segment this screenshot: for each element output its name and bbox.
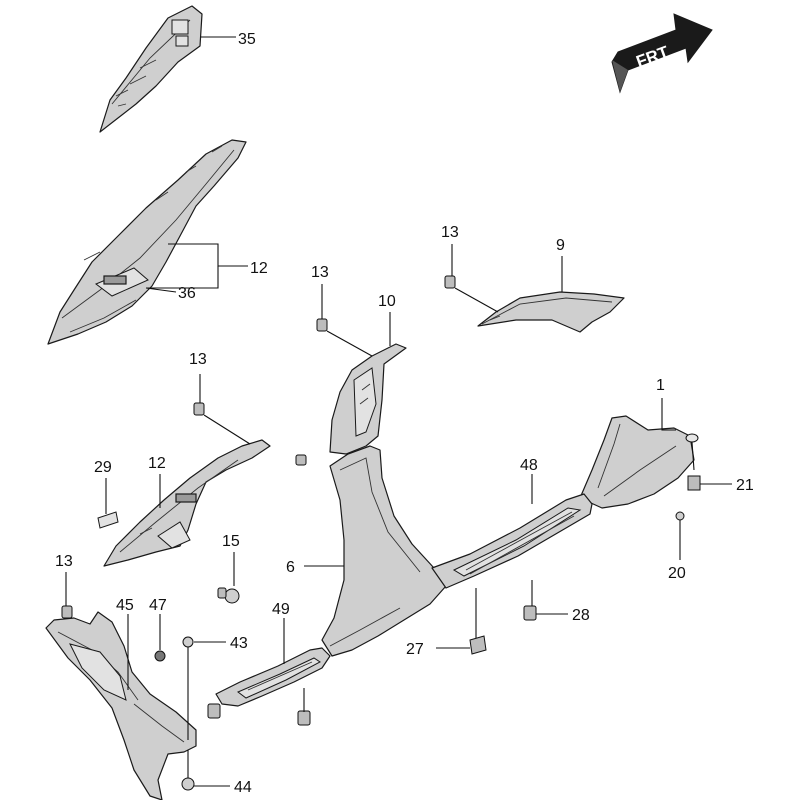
part-1-rear-quarter-lower-trim — [579, 415, 695, 509]
clip-49-lower — [297, 710, 311, 726]
part-9-quarter-trim — [477, 291, 625, 333]
callout-13-kick: 13 — [55, 553, 73, 570]
part-49-front-scuff-plate — [215, 647, 331, 707]
callout-12-lower: 12 — [148, 455, 166, 472]
leader-lines — [65, 36, 732, 787]
callout-47: 47 — [149, 597, 167, 614]
fasteners — [61, 275, 701, 791]
callout-36: 36 — [178, 285, 196, 302]
callout-13-quarter: 13 — [441, 224, 459, 241]
screw-15 — [217, 587, 240, 604]
clip-upper-b-pillar — [295, 454, 307, 466]
callout-13-c-pillar: 13 — [189, 351, 207, 368]
callout-1: 1 — [656, 377, 665, 394]
clip-13-a — [444, 275, 456, 289]
bolt-44 — [181, 750, 195, 791]
callout-6: 6 — [286, 559, 295, 576]
clip-kick-rear — [207, 703, 221, 719]
callout-48: 48 — [520, 457, 538, 474]
part-12-lower-pillar-trim — [103, 439, 271, 567]
callout-43: 43 — [230, 635, 248, 652]
callout-10: 10 — [378, 293, 396, 310]
cap-21 — [685, 433, 701, 491]
part-35-rear-pillar-upper-trim — [99, 5, 203, 133]
callout-44: 44 — [234, 779, 252, 796]
frt-direction-arrow: FRT — [611, 13, 713, 94]
callout-12-upper: 12 — [250, 260, 268, 277]
callout-27: 27 — [406, 641, 424, 658]
part-48-rear-scuff-plate — [431, 493, 593, 589]
bolt-43 — [182, 636, 194, 740]
part-6-b-pillar-lower-trim — [321, 445, 447, 657]
screw-20 — [675, 511, 685, 521]
callout-9: 9 — [556, 237, 565, 254]
callout-28: 28 — [572, 607, 590, 624]
callout-labels: 35 12 36 13 9 13 10 13 1 29 12 48 21 15 … — [55, 31, 754, 796]
screw-47 — [154, 650, 166, 662]
part-12-upper-pillar-trim — [47, 139, 247, 345]
callout-45: 45 — [116, 597, 134, 614]
part-45-kick-panel — [45, 611, 197, 800]
part-29-pad — [97, 511, 119, 529]
clip-13-d — [61, 605, 73, 619]
clip-13-b — [316, 318, 328, 332]
callout-49: 49 — [272, 601, 290, 618]
part-10-b-pillar-upper-trim — [329, 343, 407, 455]
callout-35: 35 — [238, 31, 256, 48]
clip-28 — [523, 605, 537, 621]
callout-29: 29 — [94, 459, 112, 476]
clip-13-c — [193, 402, 205, 416]
callout-20: 20 — [668, 565, 686, 582]
callout-13-b-pillar: 13 — [311, 264, 329, 281]
callout-21: 21 — [736, 477, 754, 494]
callout-15: 15 — [222, 533, 240, 550]
clip-27 — [469, 635, 487, 655]
